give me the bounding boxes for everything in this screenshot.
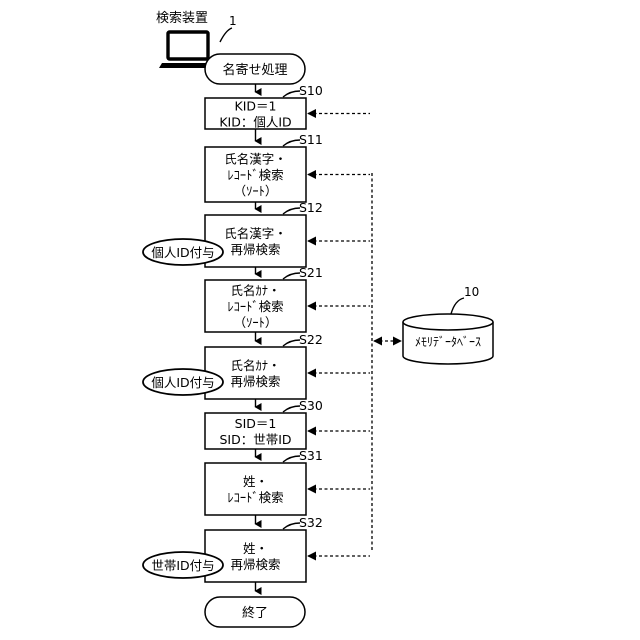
process-steps: KID＝1KID：個人IDS10氏名漢字・ﾚｺｰﾄﾞ検索（ｿｰﾄ）S11氏名漢字…: [143, 83, 370, 591]
step-id-leader-s21: [283, 273, 300, 279]
step-id-leader-s32: [283, 523, 300, 529]
step-text-s30-1: SID＝1: [235, 416, 277, 431]
step-text-s21-3: （ｿｰﾄ）: [234, 315, 278, 330]
tag-label-s32: 世帯ID付与: [151, 558, 214, 573]
step-id-leader-s30: [283, 406, 300, 412]
step-box-s12: [205, 215, 306, 267]
step-id-s12: S12: [299, 200, 323, 215]
step-box-s32: [205, 530, 306, 582]
step-id-leader-s11: [283, 140, 300, 146]
step-box-s22: [205, 347, 306, 399]
end-terminal: 終了: [205, 597, 305, 627]
step-text-s21-1: 氏名ｶﾅ・: [230, 283, 280, 298]
database-ref: 10: [464, 285, 479, 299]
step-text-s10-1: KID＝1: [235, 99, 277, 114]
step-text-s32-1: 姓・: [243, 541, 268, 556]
step-text-s10-2: KID：個人ID: [219, 115, 291, 130]
step-text-s22-1: 氏名ｶﾅ・: [230, 358, 280, 373]
step-text-s31-2: ﾚｺｰﾄﾞ検索: [227, 490, 283, 505]
step-id-leader-s12: [283, 208, 300, 214]
step-text-s32-2: 再帰検索: [230, 557, 280, 572]
step-id-s21: S21: [299, 265, 323, 280]
start-label: 名寄せ処理: [222, 62, 287, 78]
tag-label-s12: 個人ID付与: [151, 245, 214, 260]
step-id-s22: S22: [299, 332, 323, 347]
step-id-s11: S11: [299, 132, 323, 147]
device-ref: 1: [229, 14, 237, 28]
step-id-s10: S10: [299, 83, 323, 98]
step-text-s11-1: 氏名漢字・: [224, 152, 287, 167]
step-text-s11-3: （ｿｰﾄ）: [234, 184, 278, 199]
database-label: ﾒﾓﾘﾃﾞｰﾀﾍﾞｰｽ: [415, 335, 481, 349]
step-text-s31-1: 姓・: [243, 474, 268, 489]
memory-database: ﾒﾓﾘﾃﾞｰﾀﾍﾞｰｽ: [403, 314, 493, 364]
database-leader-line: [451, 298, 464, 314]
step-text-s30-2: SID：世帯ID: [219, 432, 291, 447]
step-text-s21-2: ﾚｺｰﾄﾞ検索: [227, 299, 283, 314]
step-text-s11-2: ﾚｺｰﾄﾞ検索: [227, 168, 283, 183]
step-text-s22-2: 再帰検索: [230, 374, 280, 389]
step-id-s31: S31: [299, 448, 323, 463]
device-label: 検索装置: [156, 11, 208, 26]
start-terminal: 名寄せ処理: [205, 54, 305, 84]
step-id-leader-s10: [283, 91, 300, 97]
step-id-s32: S32: [299, 515, 323, 530]
step-id-s30: S30: [299, 398, 323, 413]
step-text-s12-2: 再帰検索: [230, 242, 280, 257]
device-leader-line: [220, 28, 232, 42]
step-id-leader-s22: [283, 340, 300, 346]
end-label: 終了: [242, 605, 268, 621]
step-box-s31: [205, 463, 306, 515]
tag-label-s22: 個人ID付与: [151, 375, 214, 390]
step-text-s12-1: 氏名漢字・: [224, 226, 287, 241]
step-id-leader-s31: [283, 456, 300, 462]
